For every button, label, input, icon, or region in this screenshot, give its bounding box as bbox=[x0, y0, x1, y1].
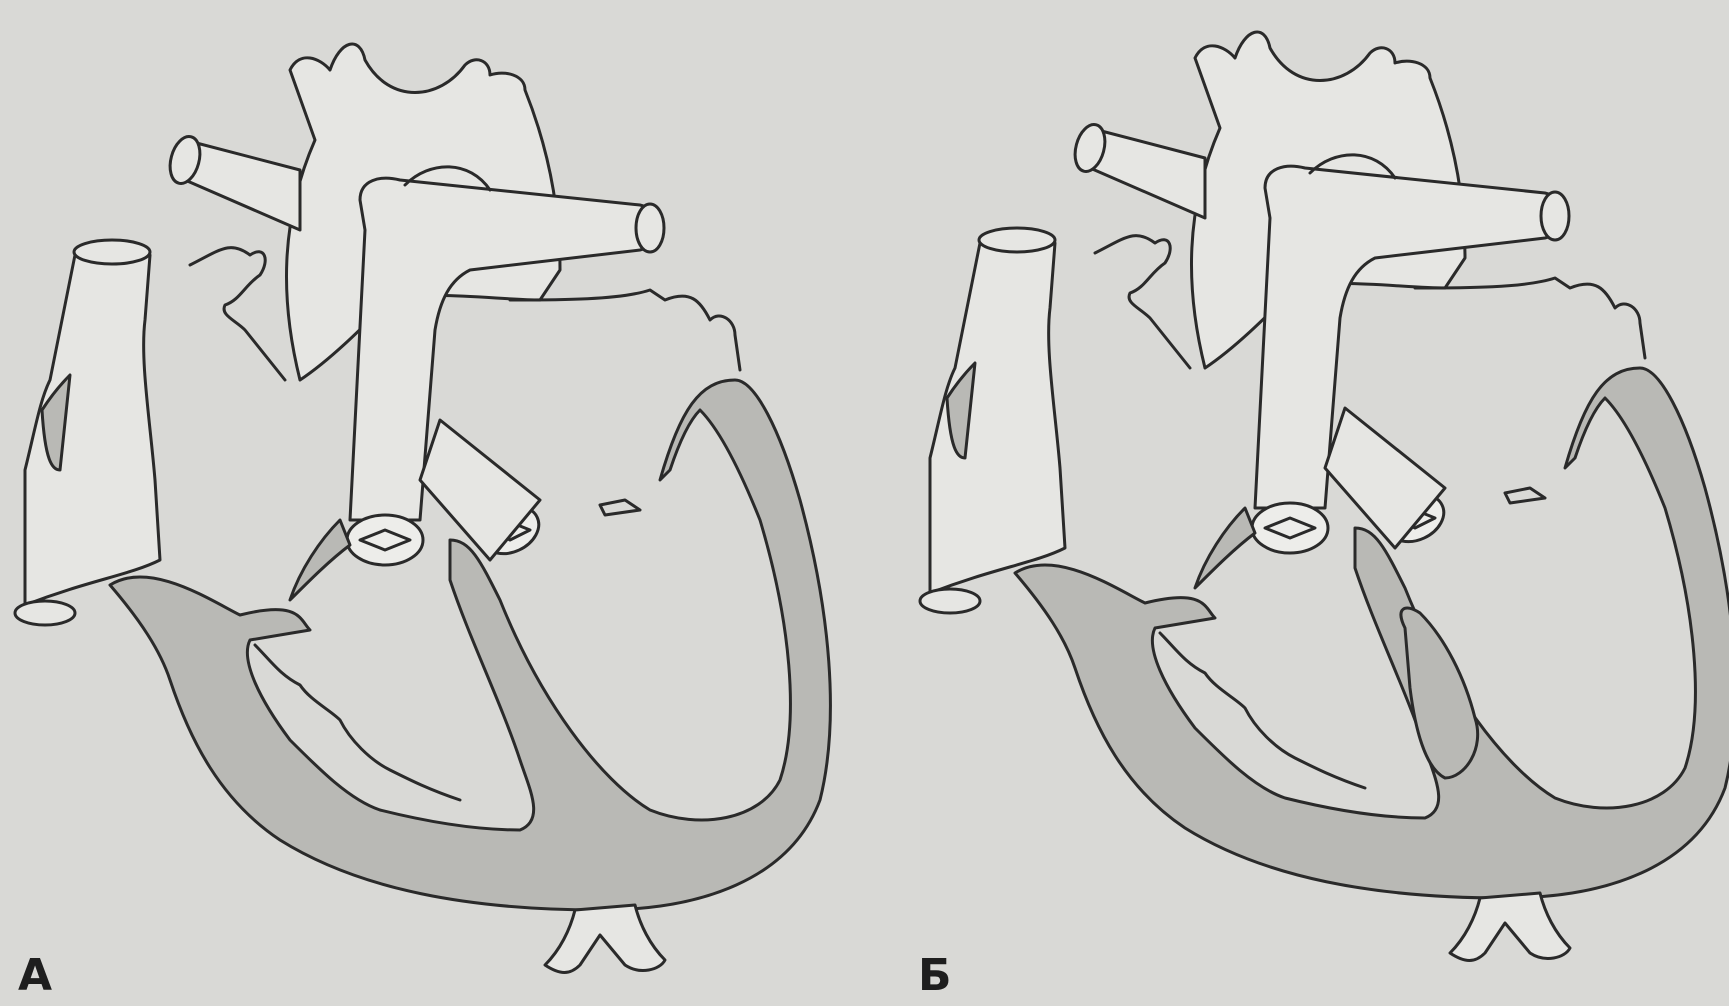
panel-label-b: Б bbox=[918, 950, 952, 1001]
panel-label-a: А bbox=[18, 950, 52, 1001]
septal-fragment bbox=[1401, 608, 1478, 778]
heart-diagram-b bbox=[920, 32, 1729, 961]
heart-diagram-a bbox=[15, 44, 830, 973]
